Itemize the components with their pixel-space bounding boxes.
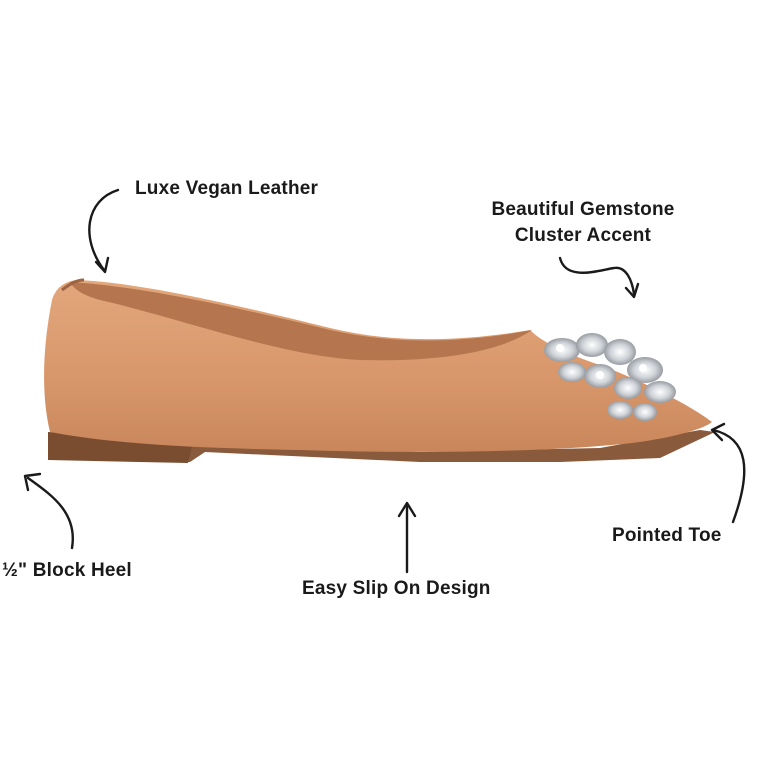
callout-luxe-vegan-leather: Luxe Vegan Leather (135, 178, 319, 199)
gemstone-cluster (544, 333, 676, 421)
arrow-gem (558, 256, 640, 299)
callout-gemstone-cluster: Beautiful Gemstone Cluster Accent (468, 197, 698, 249)
collar-edge (61, 278, 85, 292)
callout-pointed-toe: Pointed Toe (612, 525, 722, 546)
arrow-leather (88, 188, 120, 274)
callout-block-heel: ½" Block Heel (2, 560, 132, 581)
callout-gemstone-line2: Cluster Accent (514, 225, 652, 246)
shoe-lining (70, 282, 532, 361)
callout-easy-slip-on: Easy Slip On Design (302, 578, 491, 599)
shoe-sole (48, 430, 715, 462)
callout-gemstone-line1: Beautiful Gemstone (491, 199, 675, 220)
arrow-slip (397, 501, 417, 574)
arrow-toe (710, 422, 746, 524)
arrow-heel (23, 472, 75, 550)
